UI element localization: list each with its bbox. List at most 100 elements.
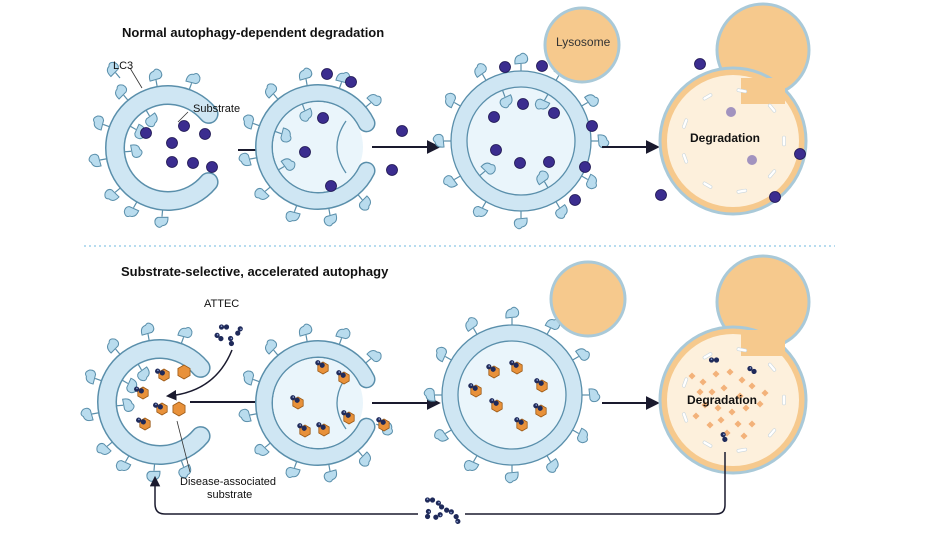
lc3-stalk	[293, 461, 298, 469]
substrate-dot	[166, 156, 178, 168]
lc3-stalk	[546, 328, 552, 335]
lc3-head	[123, 206, 140, 218]
lc3-head	[436, 346, 447, 363]
lc3-head	[445, 92, 456, 109]
lc3-protein	[335, 328, 351, 345]
lc3-head	[280, 127, 292, 143]
lc3-head	[96, 442, 112, 455]
lc3-stalk	[305, 78, 308, 87]
degraded-fragment	[736, 392, 744, 400]
lc3-stalk	[454, 101, 461, 107]
lc3-head	[115, 84, 128, 100]
lysosome	[543, 6, 621, 84]
substrate-dot	[586, 120, 598, 132]
disease-substrate-label-1: Disease-associated	[180, 476, 276, 488]
attec-label: ATTEC	[204, 298, 240, 310]
lc3-stalk	[145, 109, 151, 117]
lc3-head	[178, 464, 192, 479]
attec-highlight	[426, 498, 429, 500]
lc3-protein	[591, 134, 610, 149]
disease-substrate	[158, 368, 170, 382]
attec-sphere	[747, 365, 753, 372]
recycle-line-right	[465, 452, 726, 515]
attec-sphere	[316, 422, 322, 428]
attec-highlight	[216, 333, 219, 336]
attec-sphere	[429, 497, 436, 503]
lc3-stalk	[106, 441, 113, 447]
lc3-head	[423, 387, 436, 402]
substrate-dot	[499, 61, 511, 73]
membrane-fragment	[768, 103, 777, 113]
lc3-stalk	[328, 207, 331, 216]
lc3-protein	[436, 346, 452, 363]
lc3-protein	[115, 455, 132, 472]
substrate-dot	[769, 191, 781, 203]
lc3-protein	[254, 186, 271, 200]
substrate-dot	[490, 144, 502, 156]
lc3-protein	[238, 408, 258, 423]
attec-sphere	[538, 380, 544, 386]
lc3-protein	[298, 67, 313, 87]
attec-molecule	[424, 497, 436, 503]
lc3-head	[254, 443, 270, 456]
lc3-head	[85, 369, 97, 385]
lysosome-label: Lysosome	[556, 35, 611, 49]
attec-molecule	[489, 398, 499, 406]
substrate-dot	[386, 164, 398, 176]
lc3-protein	[365, 94, 382, 108]
attec-sphere	[228, 340, 235, 347]
lc3-head	[106, 61, 119, 78]
cup-top-lumen	[273, 102, 363, 192]
attec-sphere	[159, 370, 165, 376]
disease-substrate	[139, 417, 151, 431]
autolysosome-neck	[741, 330, 785, 356]
attec-highlight	[749, 367, 752, 369]
attec-sphere	[320, 424, 326, 430]
lc3-head	[546, 457, 559, 473]
lc3-stalk	[328, 463, 331, 472]
lc3-head	[505, 306, 520, 319]
attec-sphere	[290, 395, 296, 401]
lc3-head	[465, 317, 478, 333]
degraded-fragment	[738, 376, 746, 384]
attec-molecule	[424, 508, 432, 520]
lc3-protein	[298, 323, 313, 343]
attec-highlight	[155, 403, 157, 406]
substrate-dot	[299, 146, 311, 158]
attec-highlight	[299, 424, 302, 426]
lc3-stalk	[273, 349, 279, 356]
lc3-stalk	[501, 90, 506, 98]
cup-top-inner-edge	[336, 120, 347, 174]
lc3-protein	[465, 317, 478, 335]
disease-substrate	[177, 364, 191, 380]
lc3-protein	[572, 427, 588, 444]
lc3-head	[480, 162, 496, 175]
lc3-head	[298, 323, 313, 337]
attec-sphere	[444, 507, 450, 513]
lc3-head	[148, 68, 163, 82]
lc3-head	[115, 460, 132, 472]
disease-substrate	[156, 402, 168, 416]
lc3-protein	[238, 152, 258, 167]
cup-top-membrane	[256, 85, 375, 209]
lc3-head	[597, 134, 610, 149]
lc3-head	[504, 471, 519, 484]
lc3-inner	[124, 144, 143, 158]
degraded-fragment	[742, 404, 750, 412]
attec-sphere	[319, 362, 325, 368]
lc3-protein	[115, 84, 129, 101]
lc3-inner	[479, 162, 496, 177]
degraded-fragment	[728, 408, 736, 416]
lc3-head	[185, 73, 201, 85]
lc3-stalk	[543, 93, 549, 101]
lc3-head	[80, 407, 94, 422]
attec-sphere	[509, 360, 515, 366]
degraded-fragment	[717, 416, 725, 424]
lc3-head	[177, 327, 193, 339]
lc3-head	[534, 98, 551, 110]
lc3-head	[432, 133, 445, 148]
membrane-fragment	[736, 347, 748, 353]
degraded-fragment	[701, 401, 709, 409]
attec-sphere	[223, 324, 230, 330]
selective-autophagy-title: Substrate-selective, accelerated autopha…	[121, 264, 389, 279]
